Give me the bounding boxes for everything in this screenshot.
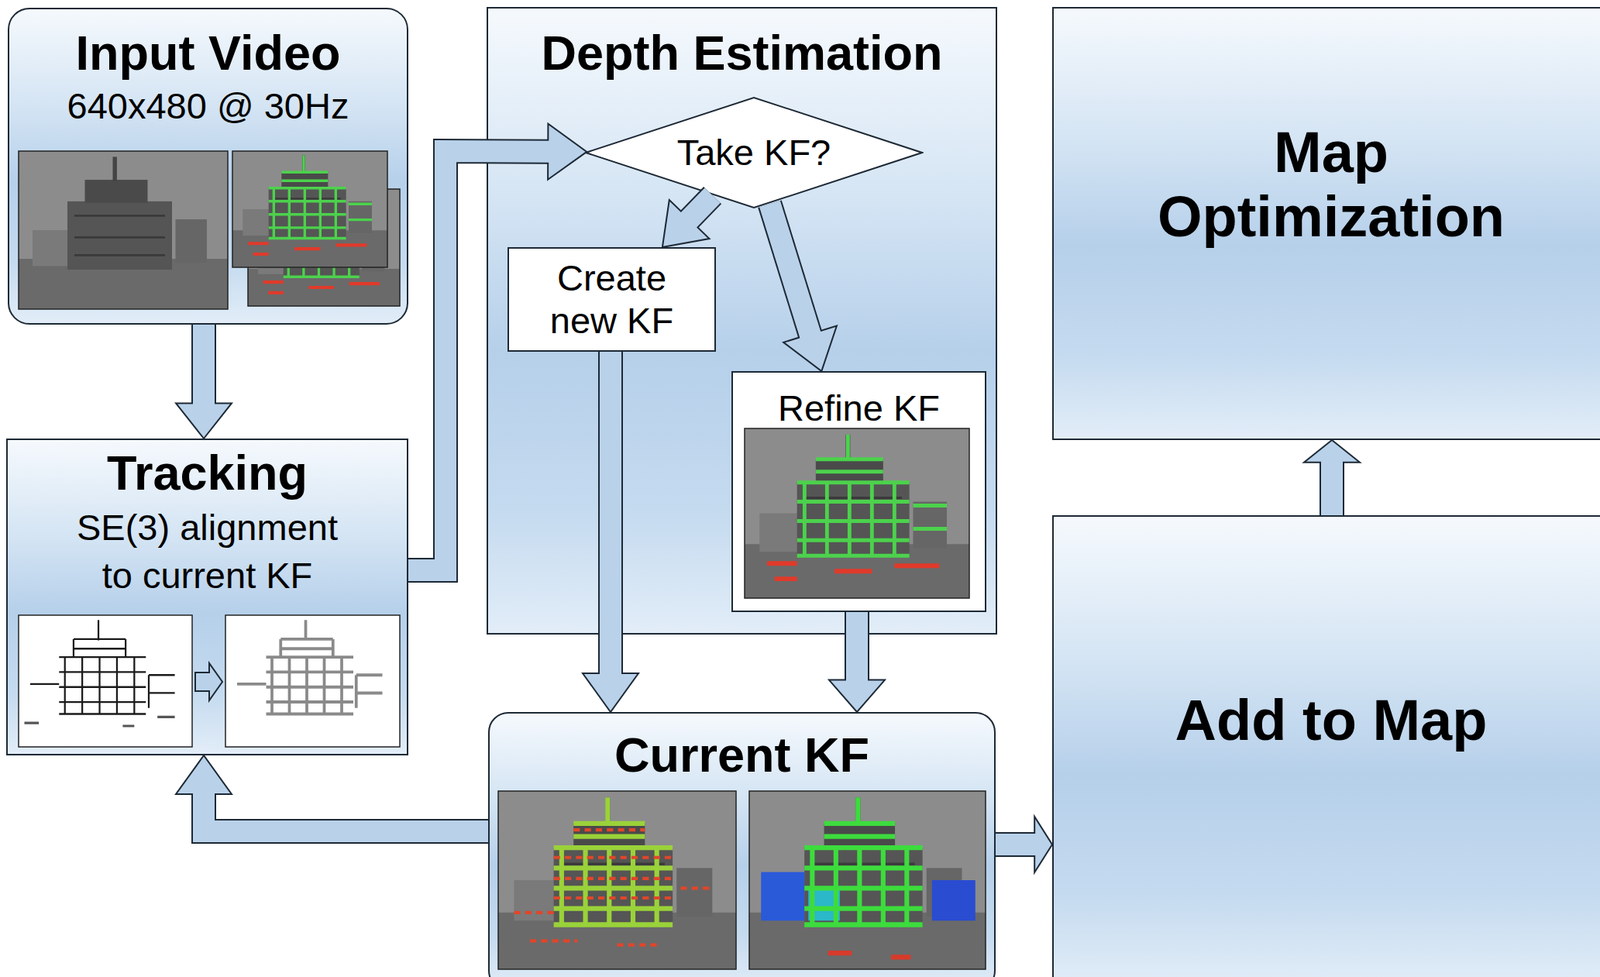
frame-border <box>232 151 388 268</box>
arrow-body <box>1321 461 1343 516</box>
arrow-head <box>175 402 232 439</box>
node-subtitle: 640x480 @ 30Hz <box>67 85 350 128</box>
video-frame <box>18 151 228 310</box>
residual-image <box>225 615 400 747</box>
frame-border <box>18 151 228 310</box>
block-arrow <box>829 612 885 713</box>
keyframe-depth <box>749 791 986 970</box>
map-panel: Map Optimization <box>1052 6 1600 441</box>
map-panel: Add to Map <box>1052 515 1600 977</box>
arrow-body <box>192 324 215 405</box>
current-kf-frames <box>498 791 986 970</box>
block-arrow <box>175 755 489 832</box>
small-arrow <box>195 663 223 701</box>
frame-border <box>225 615 400 747</box>
block-arrow <box>770 203 837 372</box>
node-title: Depth Estimation <box>540 24 943 81</box>
video-frames <box>18 151 400 310</box>
arrow-head <box>582 673 639 713</box>
process-box: Create new KF <box>507 247 716 352</box>
keyframe-variance <box>498 791 737 970</box>
arrow-head <box>1034 816 1053 873</box>
frame-border <box>18 615 193 747</box>
arrow-body <box>770 203 812 336</box>
node-title: Take KF? <box>677 131 832 174</box>
refine-frame <box>744 428 970 599</box>
arrow-head <box>175 755 232 795</box>
arrow-body <box>995 833 1036 856</box>
diamond-shape <box>585 97 923 208</box>
arrow-body <box>599 351 622 675</box>
block-arrow <box>995 816 1053 873</box>
node-title: Add to Map <box>1175 687 1488 754</box>
node-title: Refine KF <box>777 387 940 430</box>
block-arrow <box>175 324 232 439</box>
block-arrow <box>662 195 713 248</box>
block-arrow <box>582 351 639 713</box>
video-frame <box>232 151 388 268</box>
node-subtitle: SE(3) alignment to current KF <box>64 503 351 599</box>
tracking-frames <box>18 615 400 747</box>
frame-border <box>749 791 986 970</box>
node-title: Map Optimization <box>1137 120 1525 250</box>
frame-border <box>744 428 970 599</box>
residual-image <box>18 615 193 747</box>
arrow-body <box>688 195 713 221</box>
arrow-head <box>1304 440 1360 463</box>
decision-diamond: Take KF? <box>584 96 924 210</box>
node-title: Input Video <box>75 24 341 81</box>
keyframe-image <box>744 428 970 599</box>
node-title: Create new KF <box>530 257 694 341</box>
arrow-outline <box>408 151 548 571</box>
block-arrow <box>408 123 587 571</box>
arrow-body <box>203 792 489 832</box>
arrow-head <box>547 123 587 180</box>
arrow-body <box>846 612 868 682</box>
node-title: Current KF <box>614 726 870 783</box>
arrow-body <box>408 151 550 571</box>
frame-border <box>498 791 737 970</box>
block-arrow <box>1304 440 1360 516</box>
node-title: Tracking <box>106 444 308 501</box>
arrow-head <box>829 680 885 713</box>
